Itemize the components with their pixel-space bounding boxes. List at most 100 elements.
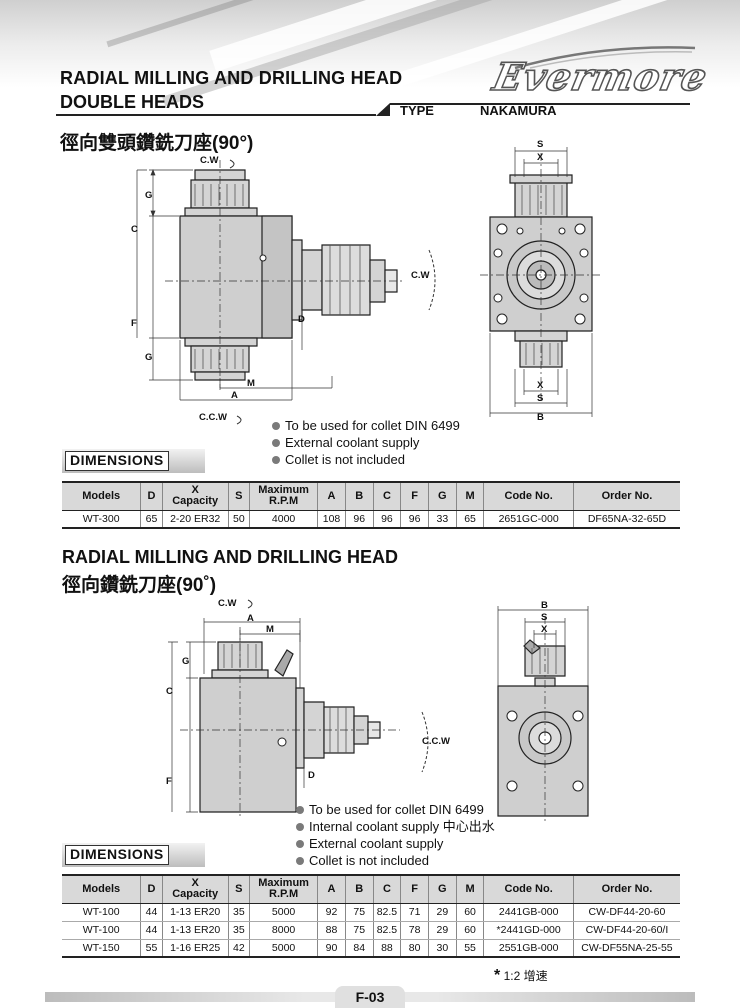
table-header-cell: Order No. (572, 874, 680, 904)
bullet-icon (272, 438, 280, 447)
note-item: Collet is not included (272, 451, 460, 468)
type-label: TYPE (400, 103, 434, 118)
table-header-cell: D (140, 874, 163, 904)
note-item: Internal coolant supply 中心出水 (296, 818, 495, 835)
bullet-icon (296, 839, 304, 848)
table-header-cell: G (427, 481, 457, 511)
table-header-cell: C (372, 874, 401, 904)
type-value: NAKAMURA (480, 103, 557, 118)
section2-ccw-label: C.C.W (422, 736, 450, 747)
section1-front-view-drawing: S X X S B (480, 139, 602, 423)
section2-m-label: M (266, 624, 274, 635)
table-cell: 96 (400, 510, 429, 529)
table-header-cell: A (317, 874, 346, 904)
table-cell: 75 (344, 921, 374, 940)
note-item: To be used for collet DIN 6499 (296, 801, 495, 818)
section2-a-label: A (247, 613, 254, 624)
table-header-cell: Code No. (483, 481, 574, 511)
note-text: External coolant supply (309, 836, 444, 851)
section1-g-label: G (145, 190, 152, 201)
table-header-cell: Code No. (483, 874, 574, 904)
section2-f-label: F (166, 776, 172, 787)
table-header-cell: G (427, 874, 457, 904)
table-cell: CW-DF44-20-60/I (572, 921, 680, 940)
table-cell: WT-150 (62, 939, 141, 958)
section1-front-x-label: X (537, 152, 544, 163)
table-cell: 35 (227, 903, 250, 922)
note-item: External coolant supply (272, 434, 460, 451)
table-cell: 71 (400, 903, 429, 922)
section1-cw-label: C.W (200, 155, 219, 166)
section1-g2-label: G (145, 352, 152, 363)
table-cell: 84 (344, 939, 374, 958)
table-header-cell: A (317, 481, 346, 511)
section1-side-view-drawing: C.W G C F G D M A C.C.W C.W (131, 155, 436, 425)
table-cell: 80 (400, 939, 429, 958)
logo-swoosh-icon (514, 46, 696, 70)
table-cell: 96 (344, 510, 374, 529)
page-number: F-03 (335, 986, 405, 1008)
note-text: To be used for collet DIN 6499 (285, 418, 460, 433)
section2-notes: To be used for collet DIN 6499 Internal … (296, 801, 495, 869)
brand-logo: Evermore (470, 40, 713, 100)
table-cell: 55 (455, 939, 484, 958)
section1-front-x2-label: X (537, 380, 544, 391)
note-text: To be used for collet DIN 6499 (309, 802, 484, 817)
section1-front-s2-label: S (537, 393, 543, 404)
table-cell: 65 (140, 510, 163, 529)
table-cell: 35 (227, 921, 250, 940)
note-text: External coolant supply (285, 435, 420, 450)
type-underline (390, 103, 690, 105)
table-cell: 1-13 ER20 (161, 903, 229, 922)
table-header-cell: M (455, 874, 484, 904)
table-cell: 29 (427, 921, 457, 940)
table-header-cell: Models (62, 874, 141, 904)
section1-front-s-label: S (537, 139, 543, 150)
table-cell: WT-100 (62, 921, 141, 940)
section2-front-b-label: B (541, 600, 548, 611)
table-cell: 78 (400, 921, 429, 940)
note-item: External coolant supply (296, 835, 495, 852)
bullet-icon (296, 822, 304, 831)
table-cell: 1-13 ER20 (161, 921, 229, 940)
section1-ccw-label: C.C.W (199, 412, 227, 423)
section2-title: RADIAL MILLING AND DRILLING HEAD (62, 547, 398, 567)
table-cell: 5000 (248, 903, 318, 922)
table-cell: 29 (427, 903, 457, 922)
section2-front-s-label: S (541, 612, 547, 623)
section2-d-label: D (308, 770, 315, 781)
table-cell: 60 (455, 921, 484, 940)
table-cell: 2651GC-000 (483, 510, 574, 529)
page-title-line2: DOUBLE HEADS (60, 92, 205, 112)
title-notch (376, 103, 390, 116)
note-text: Collet is not included (309, 853, 429, 868)
table-cell: 33 (427, 510, 457, 529)
table-header-cell: S (227, 874, 250, 904)
table-cell: 75 (344, 903, 374, 922)
section2-side-view-drawing: C.W A M G C F D C.C.W (166, 598, 450, 817)
footnote-star: * (494, 967, 501, 984)
table-cell: 44 (140, 903, 163, 922)
dimensions-label: DIMENSIONS (65, 451, 169, 471)
section2-cw-label: C.W (218, 598, 237, 609)
footnote: * 1:2 增速 (494, 967, 548, 985)
section1-notes: To be used for collet DIN 6499 External … (272, 417, 460, 468)
table-cell: 90 (317, 939, 346, 958)
section1-cw-side-label: C.W (411, 270, 430, 281)
section1-f-label: F (131, 318, 137, 329)
table-cell: WT-300 (62, 510, 141, 529)
dimensions-label: DIMENSIONS (65, 845, 169, 865)
table-header-cell: M (455, 481, 484, 511)
note-text: Internal coolant supply 中心出水 (309, 819, 495, 834)
table-header-cell: B (344, 481, 374, 511)
table-header-cell: D (140, 481, 163, 511)
section1-front-b-label: B (537, 412, 544, 423)
section1-cn-title: 徑向雙頭鑽銑刀座(90°) (60, 133, 254, 154)
table-cell: 60 (455, 903, 484, 922)
section2-front-view-drawing: B S X (497, 600, 589, 824)
